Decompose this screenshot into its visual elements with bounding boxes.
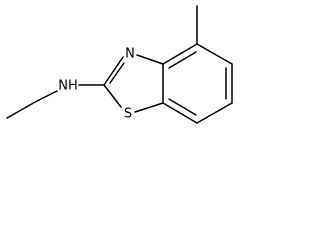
- bond-ch3-ch2: [6, 100, 38, 119]
- bond-c3a-c4-double: [168, 51, 197, 69]
- bond-c2-n3-double: [109, 62, 125, 84]
- bond-n3-c3a: [136, 54, 164, 65]
- bond-ch2-nh: [36, 90, 58, 102]
- atom-label-n: N: [125, 47, 135, 62]
- bond-c7a-s: [134, 102, 164, 113]
- atom-label-nh: NH: [58, 79, 78, 94]
- bond-c6-c7: [196, 102, 233, 124]
- atom-label-s: S: [124, 107, 132, 122]
- bond-c7-c7a: [162, 102, 198, 124]
- bond-lines: [6, 5, 233, 124]
- bond-c2-n3: [103, 56, 124, 86]
- atom-labels: NH N S: [58, 47, 135, 122]
- bond-c4-c5: [196, 43, 233, 65]
- bond-s-c2: [103, 84, 122, 108]
- chemical-structure: NH N S: [6, 5, 233, 124]
- bond-c7-c7a-double: [168, 98, 197, 116]
- bond-c3a-c4: [162, 43, 198, 65]
